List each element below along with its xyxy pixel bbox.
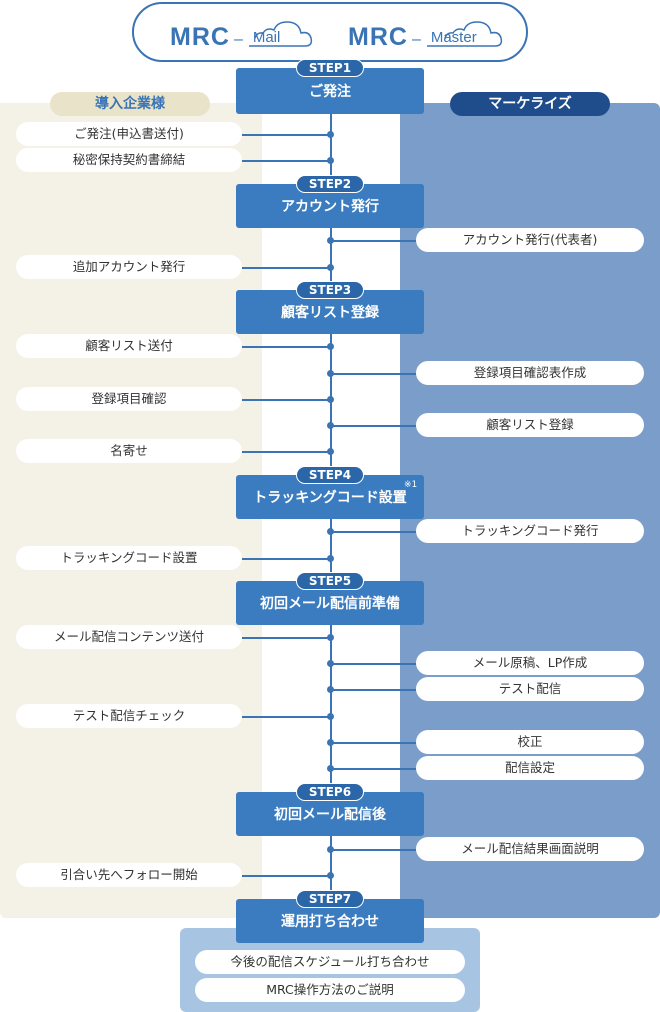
connector-dot <box>327 713 334 720</box>
connector <box>242 134 330 136</box>
connector <box>242 267 330 269</box>
client-column <box>0 103 262 918</box>
marketrise-task: 顧客リスト登録 <box>416 413 644 437</box>
step-1-tag: STEP1 <box>296 59 364 77</box>
client-task: テスト配信チェック <box>16 704 242 728</box>
step-4-tag: STEP4 <box>296 466 364 484</box>
flow-line <box>330 519 332 575</box>
meeting-task: MRC操作方法のご説明 <box>195 978 465 1002</box>
connector-dot <box>327 528 334 535</box>
connector <box>330 240 416 242</box>
step-6-tag: STEP6 <box>296 783 364 801</box>
marketrise-column <box>400 103 660 918</box>
connector <box>330 425 416 427</box>
mrc-mail-logo: MRC – Mail <box>170 14 315 50</box>
connector <box>242 558 330 560</box>
marketrise-task: 登録項目確認表作成 <box>416 361 644 385</box>
connector-dot <box>327 422 334 429</box>
connector <box>242 875 330 877</box>
client-task: ご発注(申込書送付) <box>16 122 242 146</box>
flow-line <box>330 625 332 785</box>
cloud-icon: Mail <box>245 16 315 50</box>
client-task: 引合い先へフォロー開始 <box>16 863 242 887</box>
marketrise-task: アカウント発行(代表者) <box>416 228 644 252</box>
step-5-tag: STEP5 <box>296 572 364 590</box>
connector-dot <box>327 739 334 746</box>
flow-line <box>330 228 332 284</box>
connector <box>330 663 416 665</box>
client-task: トラッキングコード設置 <box>16 546 242 570</box>
connector-dot <box>327 237 334 244</box>
step-7-tag: STEP7 <box>296 890 364 908</box>
marketrise-task: メール原稿、LP作成 <box>416 651 644 675</box>
connector-dot <box>327 396 334 403</box>
connector-dot <box>327 686 334 693</box>
connector-dot <box>327 846 334 853</box>
connector <box>242 346 330 348</box>
connector <box>242 451 330 453</box>
connector-dot <box>327 448 334 455</box>
connector <box>242 716 330 718</box>
connector-dot <box>327 765 334 772</box>
connector <box>330 373 416 375</box>
connector <box>242 160 330 162</box>
marketrise-task: トラッキングコード発行 <box>416 519 644 543</box>
step-6-box: 初回メール配信後 <box>236 792 424 836</box>
connector-dot <box>327 634 334 641</box>
connector-dot <box>327 555 334 562</box>
connector <box>242 637 330 639</box>
marketrise-task: メール配信結果画面説明 <box>416 837 644 861</box>
marketrise-task: テスト配信 <box>416 677 644 701</box>
mrc-master-logo: MRC – Master <box>348 14 505 50</box>
connector-dot <box>327 660 334 667</box>
connector-dot <box>327 370 334 377</box>
client-task: 秘密保持契約書締結 <box>16 148 242 172</box>
marketrise-task: 配信設定 <box>416 756 644 780</box>
connector <box>330 849 416 851</box>
connector-dot <box>327 343 334 350</box>
cloud-icon: Master <box>423 16 505 50</box>
flow-line <box>330 836 332 892</box>
client-task: 追加アカウント発行 <box>16 255 242 279</box>
client-task: 登録項目確認 <box>16 387 242 411</box>
connector <box>330 742 416 744</box>
connector-dot <box>327 157 334 164</box>
flow-line <box>330 112 332 184</box>
meeting-task: 今後の配信スケジュール打ち合わせ <box>195 950 465 974</box>
connector <box>330 531 416 533</box>
connector <box>330 768 416 770</box>
client-task: メール配信コンテンツ送付 <box>16 625 242 649</box>
client-task: 名寄せ <box>16 439 242 463</box>
connector-dot <box>327 872 334 879</box>
footnote-marker: ※1 <box>404 480 418 490</box>
connector <box>330 689 416 691</box>
step-2-tag: STEP2 <box>296 175 364 193</box>
client-column-header: 導入企業様 <box>50 92 210 116</box>
connector <box>242 399 330 401</box>
step-3-tag: STEP3 <box>296 281 364 299</box>
connector-dot <box>327 131 334 138</box>
marketrise-task: 校正 <box>416 730 644 754</box>
client-task: 顧客リスト送付 <box>16 334 242 358</box>
connector-dot <box>327 264 334 271</box>
marketrise-column-header: マーケライズ <box>450 92 610 116</box>
